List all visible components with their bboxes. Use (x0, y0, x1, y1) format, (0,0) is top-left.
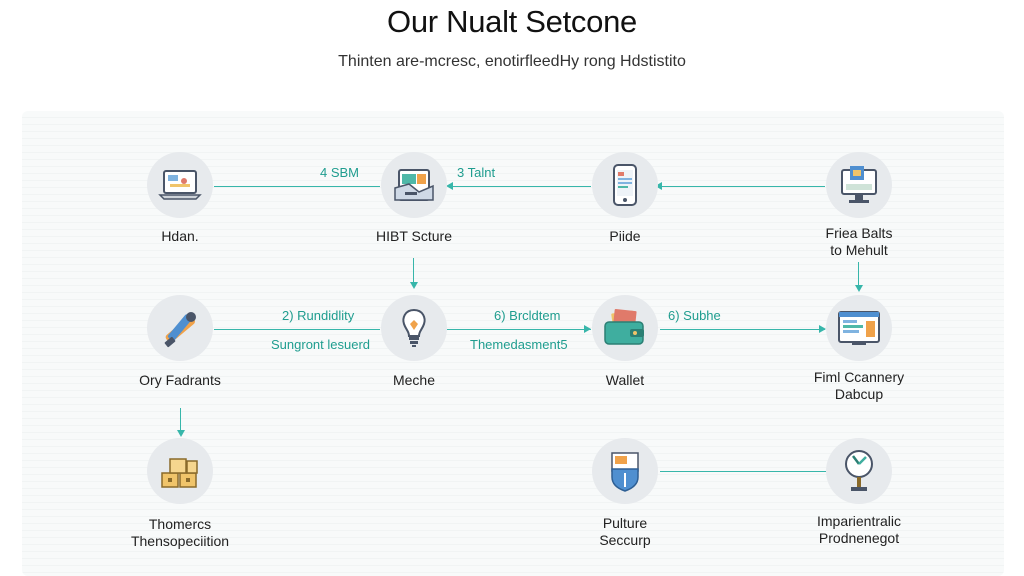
node-label-line: Fiml Ccannery (813, 369, 905, 385)
edge-label: 6) Brcldtem (494, 308, 561, 323)
laptop-icon (158, 170, 202, 200)
node-thomercs[interactable] (147, 438, 213, 504)
node-label: Pulture Seccurp (575, 515, 675, 549)
arrow-head (584, 325, 591, 333)
phone-icon (613, 164, 637, 206)
node-friea-balts[interactable] (826, 152, 892, 218)
dashboard-icon (838, 311, 880, 345)
node-label: Thomercs Thensopeciition (120, 516, 240, 550)
arrow-head (655, 182, 662, 190)
page-subtitle: Thinten are-mcresc, enotirfleedHy rong H… (338, 53, 686, 70)
node-hdan[interactable] (147, 152, 213, 218)
node-label: Imparientralic Prodnenegot (796, 513, 922, 547)
connector-n5-n9 (180, 408, 181, 431)
node-piide[interactable] (592, 152, 658, 218)
node-label-line: Seccurp (599, 532, 651, 548)
package-icon (394, 169, 434, 201)
node-label-line: Thensopeciition (130, 533, 230, 549)
node-imparientralic[interactable] (826, 438, 892, 504)
node-label: Piide (609, 228, 641, 244)
node-pulture[interactable] (592, 438, 658, 504)
tools-icon (164, 312, 196, 348)
node-label-line: to Mehult (830, 242, 888, 258)
boxes-icon (161, 458, 198, 488)
node-label-line: Dabcup (834, 386, 884, 402)
node-label-line: Thomercs (148, 516, 212, 532)
node-fiml-ccannery[interactable] (826, 295, 892, 361)
node-label: Wallet (605, 372, 645, 388)
connector-n10-n11 (660, 471, 826, 472)
connector-n7-n8 (660, 329, 825, 330)
node-label: HIBT Scture (376, 228, 452, 244)
edge-label: 4 SBM (320, 165, 360, 180)
edge-label: 6) Subhe (668, 308, 721, 323)
wallet-icon (604, 308, 644, 345)
node-label-line: Imparientralic (816, 513, 902, 529)
node-label: Hdan. (161, 228, 199, 244)
node-label-line: Friea Balts (825, 225, 893, 241)
connector-n4-n8 (858, 262, 859, 286)
shield-icon (611, 452, 639, 492)
node-hibt-scture[interactable] (381, 152, 447, 218)
node-label: Fiml Ccannery Dabcup (796, 369, 922, 403)
edge-label: 2) Rundidlity (282, 308, 355, 323)
node-label-line: Prodnenegot (818, 530, 900, 546)
edge-label: Themedasment5 (470, 337, 568, 352)
node-label: Friea Balts to Mehult (799, 225, 919, 259)
node-ory-fadrants[interactable] (147, 295, 213, 361)
node-wallet[interactable] (592, 295, 658, 361)
edge-label: 3 Talnt (457, 165, 496, 180)
node-label: Meche (392, 372, 436, 388)
page-title: Our Nualt Setcone (387, 4, 637, 39)
edge-label: Sungront lesuerd (271, 337, 371, 352)
gauge-icon (845, 450, 873, 491)
arrow-head (177, 430, 185, 437)
connector-n2-n3 (451, 186, 591, 187)
arrow-head (855, 285, 863, 292)
connector-n1-n2 (214, 186, 380, 187)
node-label: Ory Fadrants (139, 372, 221, 388)
monitor-icon (841, 166, 877, 203)
arrow-head (819, 325, 826, 333)
lightbulb-icon (402, 308, 426, 347)
arrow-head (446, 182, 453, 190)
connector-n3-n4 (660, 186, 825, 187)
connector-n6-n7 (447, 329, 591, 330)
node-label-line: Pulture (602, 515, 648, 531)
arrow-head (410, 282, 418, 289)
connector-n5-n6 (214, 329, 380, 330)
connector-n2-n6 (413, 258, 414, 283)
node-meche[interactable] (381, 295, 447, 361)
